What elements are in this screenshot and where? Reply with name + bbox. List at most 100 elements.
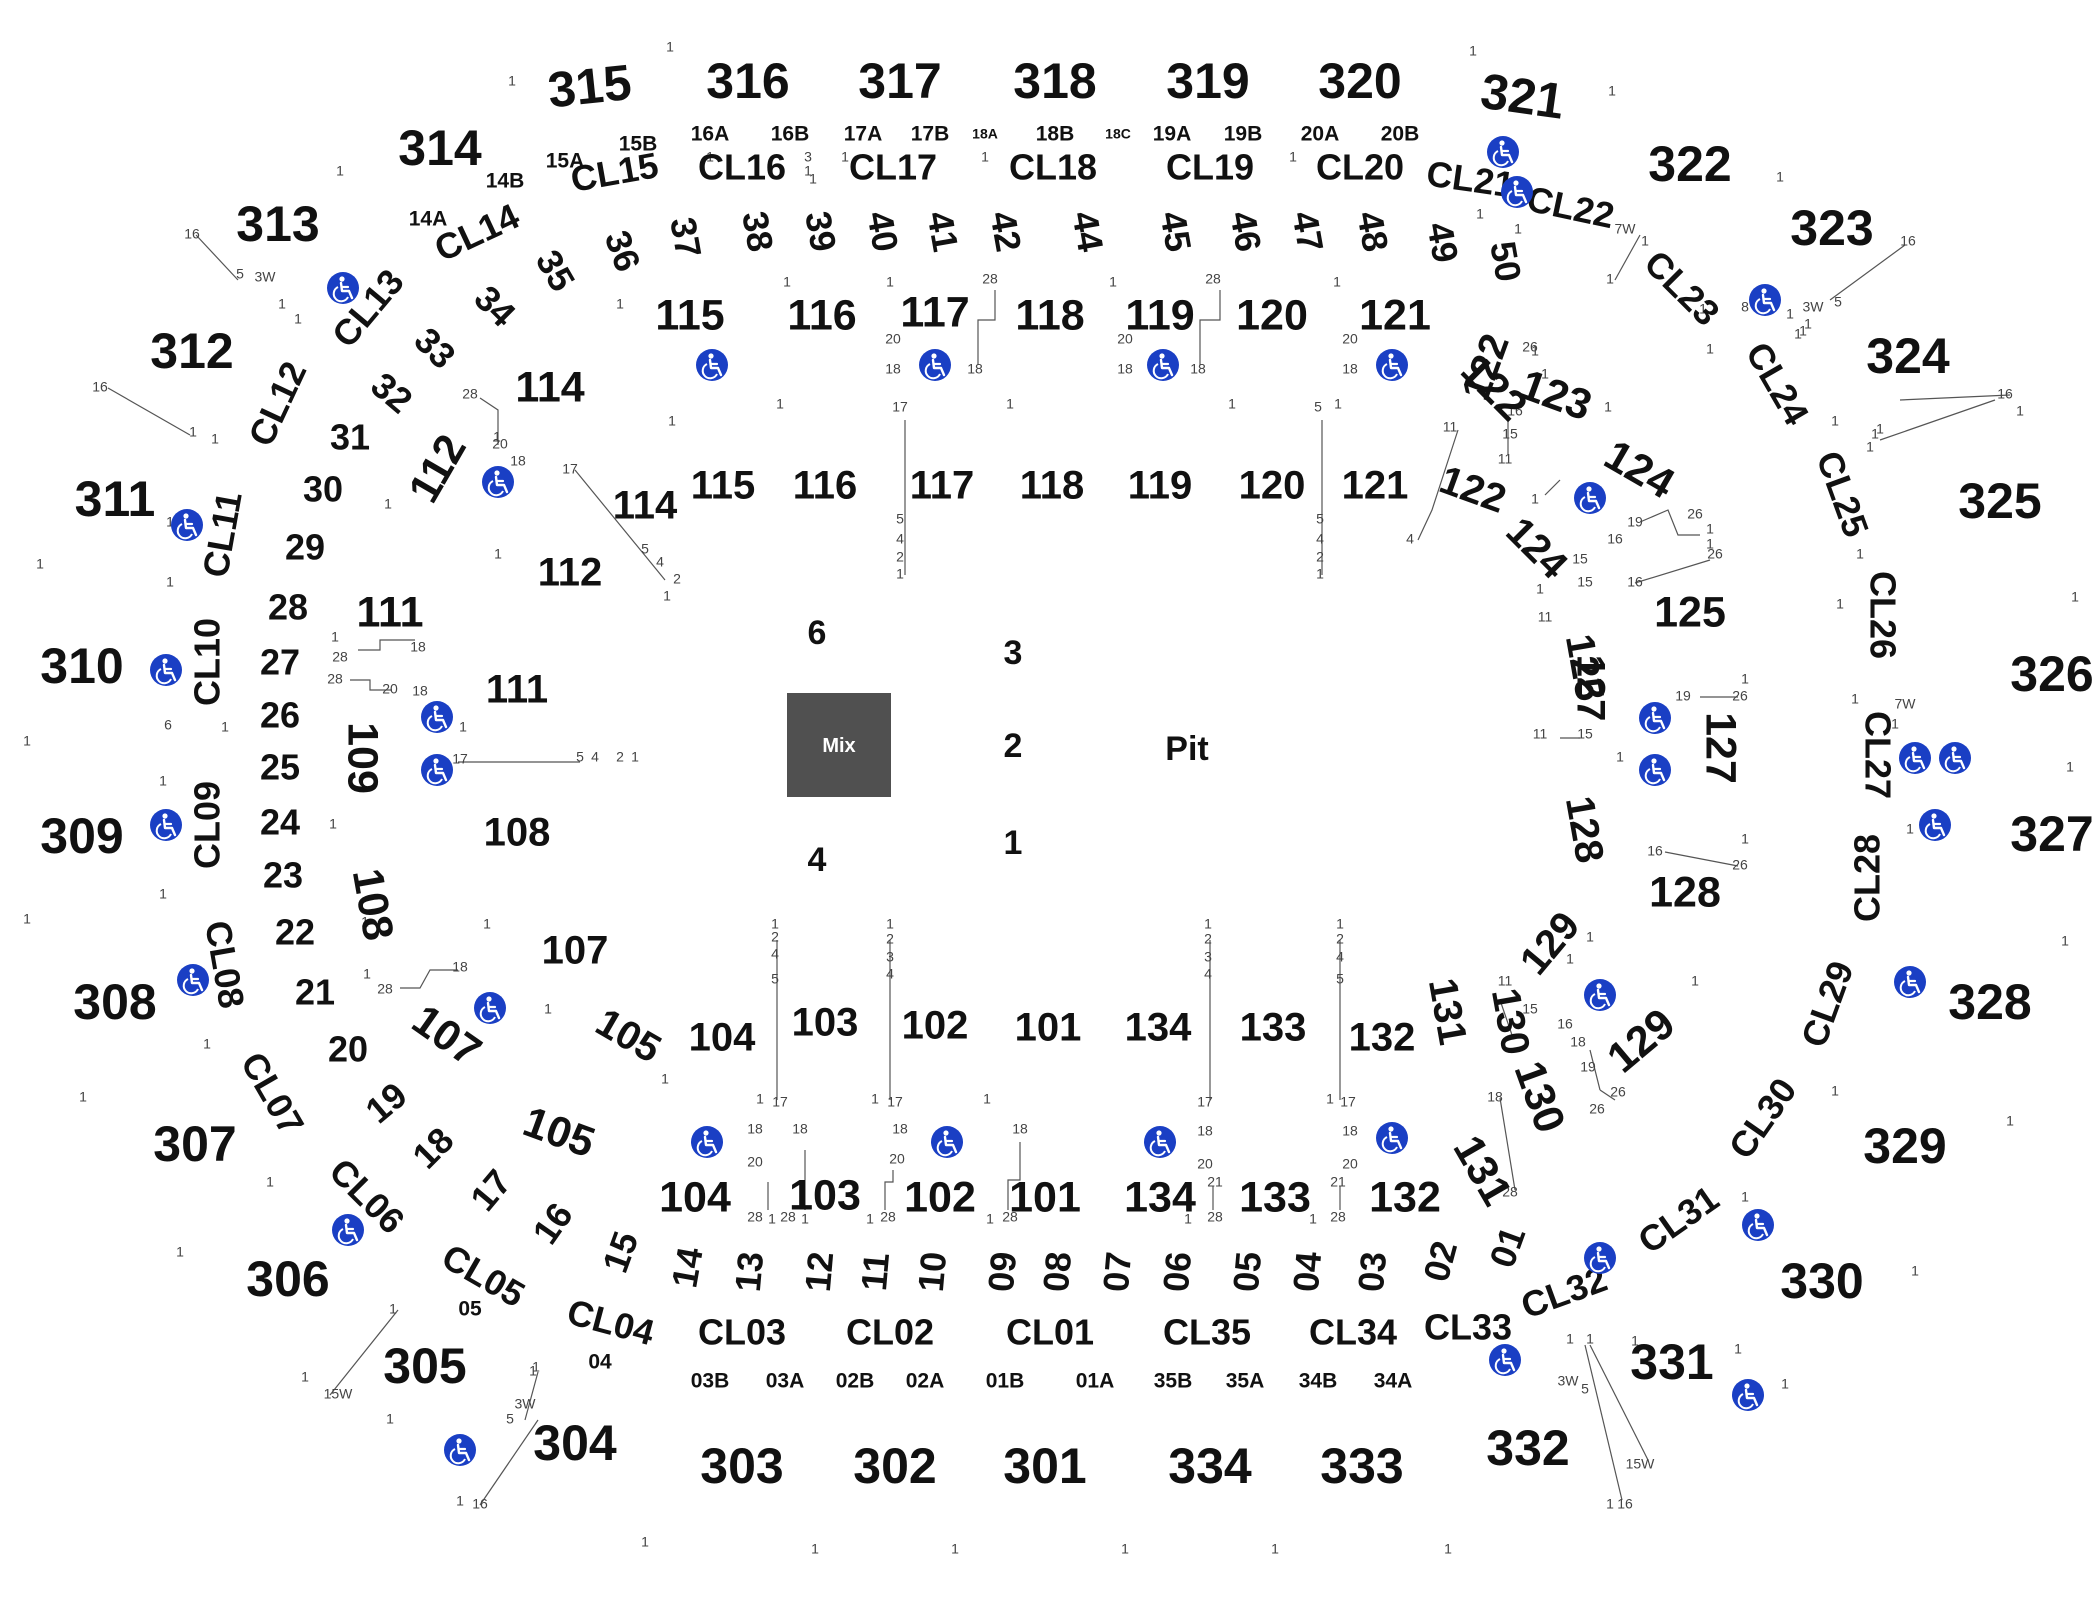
section-320[interactable]: 320	[1318, 53, 1401, 109]
section-302[interactable]: 302	[853, 1438, 936, 1494]
section-328[interactable]: 328	[1948, 974, 2031, 1030]
section-117-floor[interactable]: 117	[910, 464, 975, 508]
section-111-floor[interactable]: 111	[486, 668, 548, 712]
club-section-cl28[interactable]: CL28	[1847, 834, 1888, 922]
section-101-floor[interactable]: 101	[1015, 1006, 1082, 1050]
section-129-floor[interactable]: 129	[1512, 904, 1589, 983]
section-318[interactable]: 318	[1013, 53, 1096, 109]
section-121-floor[interactable]: 121	[1342, 464, 1409, 508]
box-42[interactable]: 42	[982, 208, 1029, 255]
box-08[interactable]: 08	[1035, 1250, 1079, 1293]
section-134-floor[interactable]: 134	[1125, 1006, 1192, 1050]
suite-02a[interactable]: 02A	[906, 1370, 945, 1393]
section-105-floor[interactable]: 105	[588, 1000, 668, 1071]
floor-position-4[interactable]: 4	[808, 841, 827, 879]
box-11[interactable]: 11	[853, 1251, 897, 1292]
box-17[interactable]: 17	[462, 1162, 519, 1219]
suite-14b[interactable]: 14B	[486, 170, 525, 193]
section-119-floor[interactable]: 119	[1128, 464, 1193, 508]
club-section-cl02[interactable]: CL02	[846, 1312, 934, 1353]
section-114-floor[interactable]: 114	[613, 484, 678, 528]
club-section-cl20[interactable]: CL20	[1316, 147, 1404, 188]
section-306[interactable]: 306	[246, 1251, 329, 1307]
section-118-floor[interactable]: 118	[1020, 464, 1085, 508]
box-38[interactable]: 38	[734, 208, 781, 255]
section-104-floor[interactable]: 104	[689, 1016, 756, 1060]
section-130-floor[interactable]: 130	[1483, 985, 1538, 1058]
box-03[interactable]: 03	[1350, 1250, 1394, 1293]
section-316[interactable]: 316	[706, 53, 789, 109]
club-section-cl07[interactable]: CL07	[233, 1045, 313, 1142]
section-103[interactable]: 103	[789, 1171, 861, 1219]
box-18[interactable]: 18	[404, 1119, 461, 1176]
section-305[interactable]: 305	[383, 1338, 466, 1394]
section-134[interactable]: 134	[1124, 1173, 1196, 1221]
suite-34a[interactable]: 34A	[1374, 1370, 1413, 1393]
suite-18a[interactable]: 18A	[972, 126, 998, 142]
section-107-floor[interactable]: 107	[542, 929, 609, 973]
box-41[interactable]: 41	[919, 208, 966, 255]
section-102[interactable]: 102	[904, 1173, 976, 1221]
club-section-cl25[interactable]: CL25	[1808, 446, 1877, 543]
suite-05[interactable]: 05	[458, 1298, 482, 1321]
section-314[interactable]: 314	[398, 120, 482, 176]
floor-position-1[interactable]: 1	[1004, 824, 1023, 862]
box-09[interactable]: 09	[980, 1250, 1024, 1293]
box-01[interactable]: 01	[1481, 1221, 1533, 1273]
section-109[interactable]: 109	[339, 722, 387, 794]
section-133[interactable]: 133	[1239, 1173, 1311, 1221]
section-124-floor[interactable]: 124	[1498, 509, 1577, 588]
box-30[interactable]: 30	[303, 469, 343, 510]
club-section-cl14[interactable]: CL14	[428, 195, 525, 269]
section-116[interactable]: 116	[787, 291, 856, 339]
section-313[interactable]: 313	[236, 196, 319, 252]
club-section-cl18[interactable]: CL18	[1009, 147, 1097, 188]
box-33[interactable]: 33	[406, 319, 463, 376]
box-13[interactable]: 13	[727, 1250, 771, 1293]
box-48[interactable]: 48	[1349, 208, 1396, 255]
box-40[interactable]: 40	[859, 208, 906, 255]
section-118[interactable]: 118	[1015, 291, 1084, 339]
box-34[interactable]: 34	[466, 277, 523, 334]
section-122-floor[interactable]: 122	[1434, 458, 1512, 522]
section-310[interactable]: 310	[40, 638, 123, 694]
box-24[interactable]: 24	[260, 802, 300, 843]
floor-position-3[interactable]: 3	[1004, 634, 1023, 672]
section-133-floor[interactable]: 133	[1240, 1006, 1307, 1050]
suite-02b[interactable]: 02B	[836, 1370, 875, 1393]
box-23[interactable]: 23	[263, 855, 303, 896]
club-section-cl35[interactable]: CL35	[1163, 1312, 1251, 1353]
club-section-cl22[interactable]: CL22	[1523, 178, 1618, 236]
club-section-cl16[interactable]: CL16	[698, 147, 786, 188]
section-124[interactable]: 124	[1596, 431, 1682, 508]
pit-label[interactable]: Pit	[1165, 730, 1208, 768]
section-125-floor[interactable]: 125	[1557, 631, 1612, 704]
box-05[interactable]: 05	[1225, 1250, 1269, 1293]
suite-20a[interactable]: 20A	[1301, 123, 1340, 146]
section-108-floor[interactable]: 108	[484, 811, 551, 855]
section-333[interactable]: 333	[1320, 1438, 1403, 1494]
box-22[interactable]: 22	[275, 912, 315, 953]
section-315[interactable]: 315	[545, 54, 634, 118]
box-36[interactable]: 36	[597, 225, 649, 277]
section-111[interactable]: 111	[357, 588, 424, 636]
section-324[interactable]: 324	[1866, 328, 1950, 384]
box-10[interactable]: 10	[910, 1250, 954, 1293]
section-317[interactable]: 317	[858, 53, 941, 109]
club-section-cl26[interactable]: CL26	[1862, 571, 1903, 659]
box-15[interactable]: 15	[594, 1226, 646, 1278]
floor-position-2[interactable]: 2	[1004, 727, 1023, 765]
suite-15b[interactable]: 15B	[619, 133, 658, 156]
box-44[interactable]: 44	[1064, 208, 1111, 255]
club-section-cl17[interactable]: CL17	[849, 147, 937, 188]
section-330[interactable]: 330	[1780, 1253, 1863, 1309]
suite-18b[interactable]: 18B	[1036, 123, 1075, 146]
section-332[interactable]: 332	[1486, 1420, 1569, 1476]
box-45[interactable]: 45	[1152, 208, 1199, 255]
club-section-cl04[interactable]: CL04	[563, 1291, 659, 1353]
section-121[interactable]: 121	[1359, 291, 1431, 339]
section-312[interactable]: 312	[150, 323, 233, 379]
section-334[interactable]: 334	[1168, 1438, 1252, 1494]
section-128[interactable]: 128	[1649, 868, 1721, 916]
club-section-cl33[interactable]: CL33	[1424, 1307, 1512, 1348]
